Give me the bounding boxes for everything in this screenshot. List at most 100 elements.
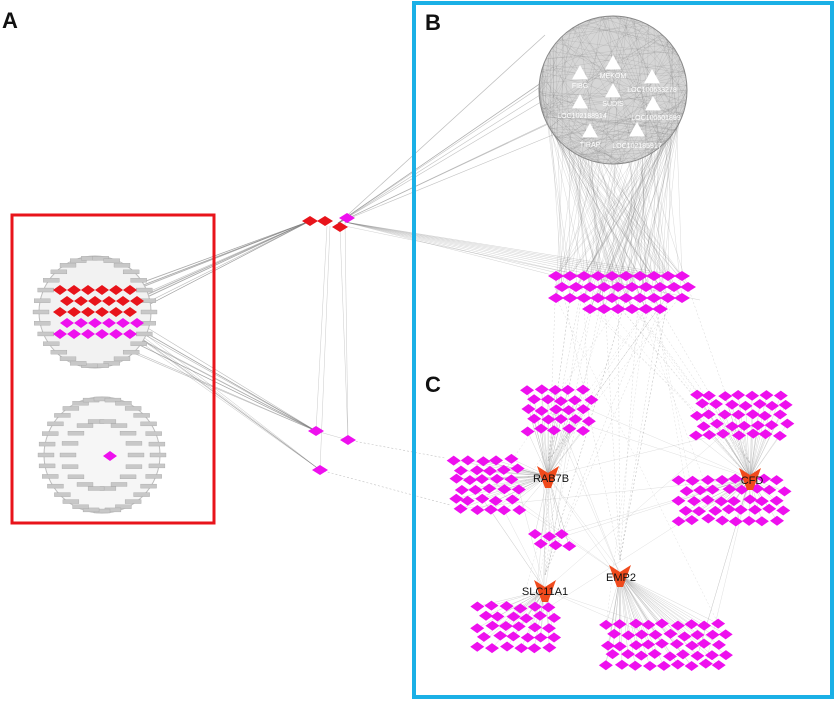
mirna-node [34, 321, 50, 325]
lncrna-label: FIBG [572, 83, 588, 90]
gene-node [449, 494, 463, 504]
gene-node [340, 435, 356, 445]
gene-node [708, 506, 722, 516]
mirna-node [146, 474, 162, 478]
gene-node [701, 514, 715, 524]
mirna-node [125, 406, 141, 410]
edge [612, 276, 750, 463]
gene-node [547, 613, 561, 623]
gene-node [485, 643, 499, 653]
edge [750, 436, 780, 478]
gene-node [718, 391, 732, 401]
hub-label: EMP2 [606, 572, 636, 584]
mirna-node [63, 406, 79, 410]
gene-node [332, 222, 348, 232]
mirna-node [100, 420, 116, 424]
lncrna-label: LOC100501899 [631, 115, 681, 122]
gene-node [773, 431, 787, 441]
mirna-node [134, 413, 150, 417]
edge [620, 276, 640, 560]
mirna-node [38, 332, 54, 336]
gene-node [690, 390, 704, 400]
edge [520, 309, 604, 608]
gene-node [548, 293, 564, 303]
gene-node [527, 394, 541, 404]
gene-node [514, 643, 528, 653]
edge [584, 298, 589, 421]
mirna-node [68, 431, 84, 435]
gene-node [657, 661, 671, 671]
gene-node [455, 485, 469, 495]
edge [345, 222, 570, 276]
gene-node [527, 643, 541, 653]
gene-node [527, 414, 541, 424]
gene-node [762, 504, 776, 514]
gene-node [562, 541, 576, 551]
gene-node [770, 516, 784, 526]
gene-node [690, 651, 704, 661]
gene-node [521, 633, 535, 643]
edge [338, 95, 539, 223]
gene-node [759, 390, 773, 400]
gene-node [576, 293, 592, 303]
edge [626, 298, 750, 463]
gene-node [470, 602, 484, 612]
gene-node [780, 419, 794, 429]
mirna-node [123, 270, 139, 274]
gene-node [562, 293, 578, 303]
mirna-node [141, 310, 157, 314]
gene-node [582, 304, 598, 314]
gene-node [482, 484, 496, 494]
gene-node [697, 621, 711, 631]
lncrna-label: MEKOM [600, 73, 627, 80]
edge [620, 298, 668, 560]
gene-node [701, 495, 715, 505]
gene-node [690, 630, 704, 640]
gene-node [706, 630, 720, 640]
gene-node [641, 639, 655, 649]
gene-node [674, 271, 690, 281]
gene-node [548, 385, 562, 395]
edge [134, 221, 310, 303]
gene-node [576, 385, 590, 395]
mirna-node [126, 441, 142, 445]
gene-node [470, 642, 484, 652]
gene-node [533, 611, 547, 621]
mirna-node [62, 441, 78, 445]
mirna-node [43, 342, 59, 346]
mirna-node [120, 431, 136, 435]
gene-node [521, 404, 535, 414]
mirna-node [134, 493, 150, 497]
gene-node [753, 399, 767, 409]
gene-node [490, 474, 504, 484]
gene-node [711, 619, 725, 629]
gene-node [493, 631, 507, 641]
mirna-node [54, 493, 70, 497]
edge [123, 337, 316, 431]
gene-node [468, 485, 482, 495]
mirna-node [47, 422, 63, 426]
mirna-node [131, 342, 147, 346]
gene-node [671, 659, 685, 669]
gene-node [547, 632, 561, 642]
mirna-node [123, 350, 139, 354]
mirna-node [39, 442, 55, 446]
mirna-node [131, 278, 147, 282]
mirna-node [126, 465, 142, 469]
mirna-node [111, 482, 127, 486]
gene-node [774, 391, 788, 401]
mirna-node [54, 413, 70, 417]
mirna-node [149, 464, 165, 468]
gene-node [596, 304, 612, 314]
gene-node [676, 649, 690, 659]
mirna-node [136, 288, 152, 292]
edge [345, 222, 584, 276]
gene-node [568, 395, 582, 405]
lncrna-label: LOC102185917 [612, 143, 662, 150]
gene-node [734, 505, 748, 515]
hub-label: CFD [741, 475, 764, 487]
edge [504, 510, 545, 590]
edge [134, 326, 316, 431]
